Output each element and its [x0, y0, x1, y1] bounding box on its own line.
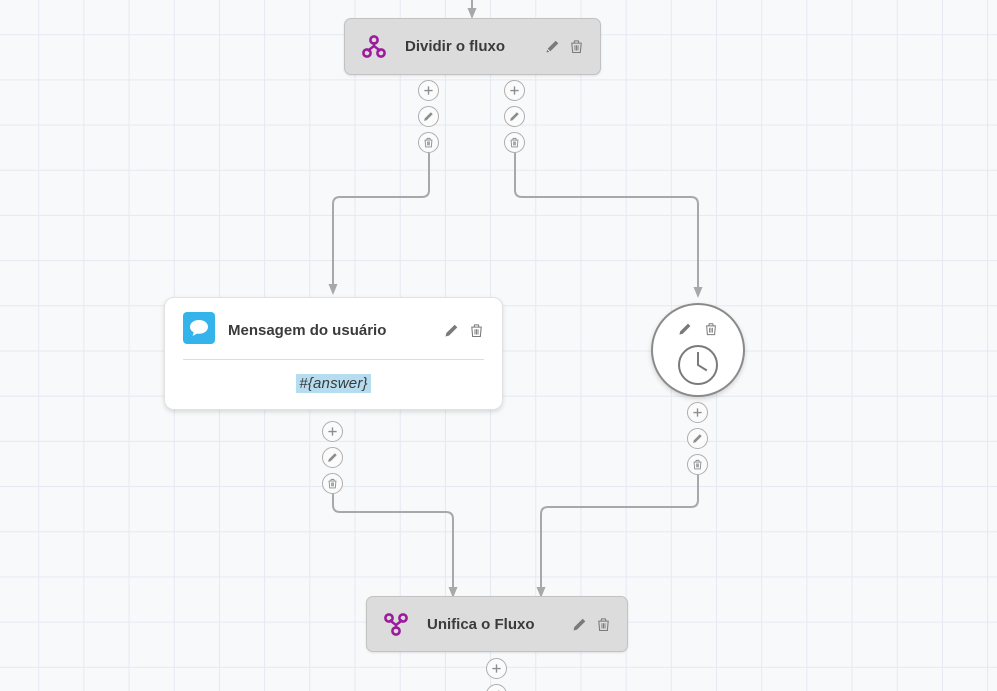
edit-icon[interactable]: [678, 322, 693, 337]
port-buttons-split-right[interactable]: [504, 80, 525, 158]
node-tools: [444, 323, 484, 338]
delete-icon[interactable]: [596, 617, 611, 632]
node-title: Dividir o fluxo: [405, 38, 506, 55]
split-flow-icon: [361, 34, 387, 60]
delete-icon[interactable]: [569, 39, 584, 54]
node-tools: [527, 39, 584, 54]
port-buttons-timer[interactable]: [687, 402, 708, 480]
card-body: #{answer}: [165, 360, 502, 409]
node-timer[interactable]: [651, 303, 745, 397]
edge-message-to-merge: [332, 494, 458, 598]
edge-split-right-to-timer: [514, 153, 703, 298]
edit-edge-button[interactable]: [322, 447, 343, 468]
edit-edge-button[interactable]: [504, 106, 525, 127]
node-unifica-o-fluxo[interactable]: Unifica o Fluxo: [366, 596, 628, 652]
node-tools: [678, 322, 719, 337]
delete-edge-button[interactable]: [418, 132, 439, 153]
edit-edge-button[interactable]: [486, 684, 507, 691]
edit-icon[interactable]: [545, 39, 560, 54]
add-node-button[interactable]: [418, 80, 439, 101]
card-divider: [183, 359, 484, 360]
node-mensagem-do-usuario[interactable]: Mensagem do usuário #{answer}: [164, 297, 503, 410]
add-node-button[interactable]: [322, 421, 343, 442]
node-title: Mensagem do usuário: [228, 322, 387, 339]
chat-bubble-icon: [183, 312, 215, 349]
add-node-button[interactable]: [687, 402, 708, 423]
add-node-button[interactable]: [504, 80, 525, 101]
edge-timer-to-merge: [536, 475, 699, 598]
edit-edge-button[interactable]: [687, 428, 708, 449]
merge-flow-icon: [383, 611, 409, 637]
port-buttons-message[interactable]: [322, 421, 343, 499]
delete-edge-button[interactable]: [504, 132, 525, 153]
edit-icon[interactable]: [444, 323, 459, 338]
edit-edge-button[interactable]: [418, 106, 439, 127]
port-buttons-split-left[interactable]: [418, 80, 439, 158]
node-dividir-o-fluxo[interactable]: Dividir o fluxo: [344, 18, 601, 75]
delete-edge-button[interactable]: [322, 473, 343, 494]
node-title: Unifica o Fluxo: [427, 615, 535, 633]
card-header: Mensagem do usuário: [165, 298, 502, 359]
clock-icon: [676, 343, 720, 392]
variable-token: #{answer}: [296, 374, 371, 393]
delete-icon[interactable]: [704, 322, 719, 337]
edit-icon[interactable]: [572, 617, 587, 632]
delete-edge-button[interactable]: [687, 454, 708, 475]
node-tools: [554, 617, 611, 632]
add-node-button[interactable]: [486, 658, 507, 679]
edge-split-left-to-message: [328, 153, 430, 295]
delete-icon[interactable]: [469, 323, 484, 338]
port-buttons-merge[interactable]: [486, 658, 507, 691]
